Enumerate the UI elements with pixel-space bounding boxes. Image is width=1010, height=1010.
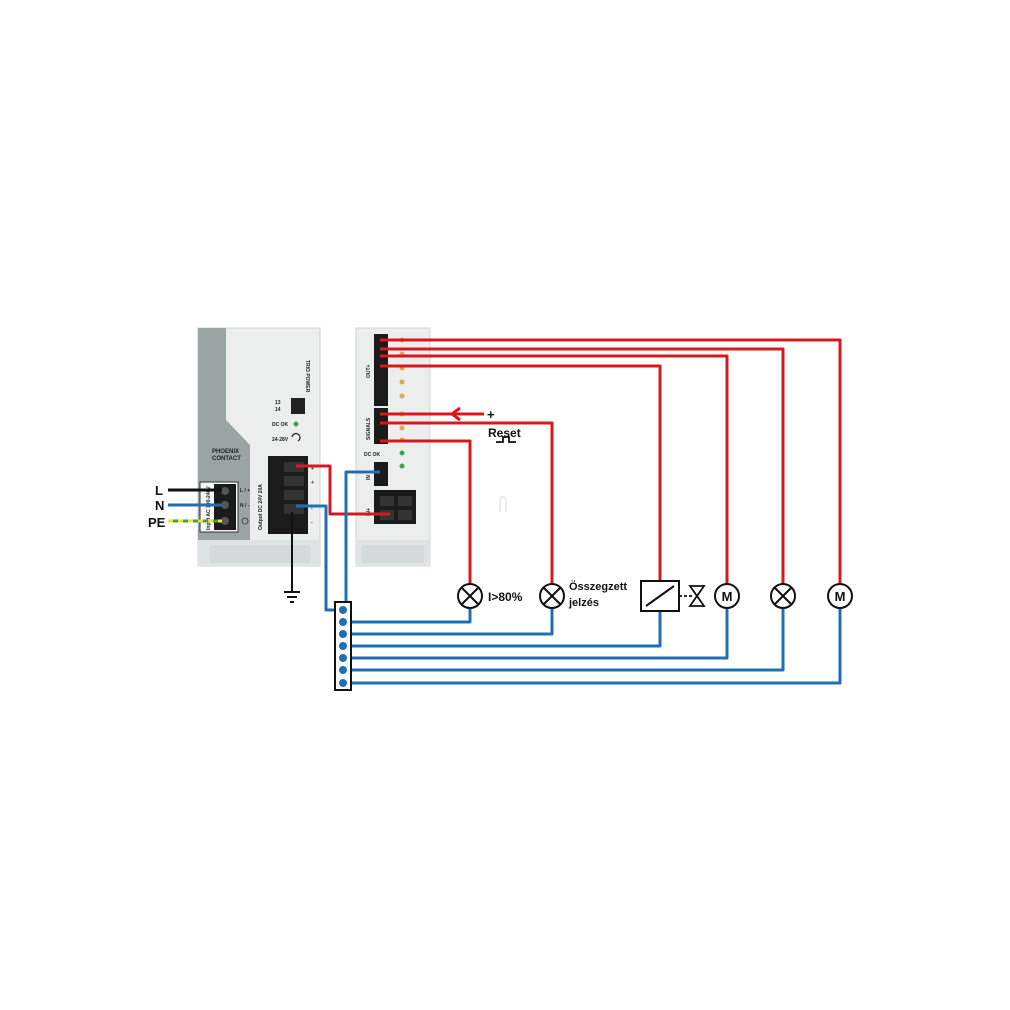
wire-return-i80: [343, 608, 472, 624]
in-terminal-block[interactable]: [374, 462, 388, 486]
psu-dc-ok-led: [293, 421, 299, 427]
svg-text:M: M: [835, 589, 846, 604]
input-terminal-l: L / +: [240, 488, 250, 494]
wire-signal-i80: [380, 439, 472, 584]
svg-text:M: M: [722, 589, 733, 604]
in-plus-label: IN+: [366, 508, 372, 516]
wire-out-1: [380, 338, 842, 584]
wire-psu-plus: [296, 464, 390, 516]
wire-signal-summary: [380, 421, 554, 584]
output-mark-4: -: [311, 520, 313, 526]
diagnostic-module: OUT+ SIGNALS DC OK IN IN+: [355, 327, 431, 567]
wire-return-motor-1: [343, 608, 729, 660]
ground-icon: [284, 591, 300, 603]
potentiometer-icon[interactable]: [291, 433, 301, 442]
label-summary-1: Összegzett: [569, 580, 627, 593]
module-dc-ok-led: [399, 450, 405, 456]
wire-out-2: [380, 347, 785, 584]
psu-adjust-label: 24-28V: [272, 437, 289, 443]
psu-dc-ok-label: DC OK: [272, 422, 289, 428]
relay-coil: [640, 580, 680, 612]
wire-out-3: [380, 354, 729, 584]
module-dc-ok-label: DC OK: [364, 452, 381, 458]
wire-return-motor-2: [343, 608, 842, 685]
ground-symbol-icon: [241, 517, 249, 525]
svg-text:PHOENIX: PHOENIX: [212, 449, 239, 455]
signals-terminal-block[interactable]: [374, 408, 388, 444]
output-mark-2: +: [311, 480, 314, 486]
label-i80: I>80%: [488, 590, 523, 604]
module-status-led: [399, 463, 405, 469]
relay-contact-14: 14: [275, 407, 281, 413]
relay-contact-13: 13: [275, 400, 281, 406]
power-supply-unit: PHOENIX CONTACT TRIO POWER 13 14 DC OK 2…: [197, 327, 321, 567]
motor-1: M: [714, 583, 740, 609]
lamp-summary: [539, 583, 565, 609]
out-terminal-block[interactable]: [374, 334, 388, 406]
signal-arrow-icon: [449, 406, 461, 422]
label-summary-2: jelzés: [568, 597, 599, 609]
label-reset: Reset: [488, 426, 521, 440]
label-pe: PE: [148, 515, 166, 530]
out-label: OUT+: [366, 364, 372, 378]
phoenix-contact-logo: PHOENIX CONTACT: [208, 446, 250, 462]
in-label: IN: [366, 475, 372, 480]
wire-return-summary: [343, 608, 554, 636]
input-terminal-n: N / -: [240, 503, 250, 509]
valve-icon: [679, 585, 706, 607]
label-n: N: [155, 498, 164, 513]
wire-return-relay: [343, 611, 662, 648]
wire-return-lamp: [343, 608, 785, 672]
signals-label: SIGNALS: [366, 417, 372, 440]
psu-title: TRIO POWER: [304, 360, 310, 393]
output-mark-1: +: [311, 466, 314, 472]
neutral-bus-bar: [334, 601, 352, 691]
relay-contact-terminal: [291, 398, 305, 414]
output-mark-3: -: [311, 506, 313, 512]
wire-out-4: [380, 364, 662, 581]
motor-2: M: [827, 583, 853, 609]
label-plus: +: [487, 407, 495, 422]
output-label: Output DC 24V 20A: [258, 484, 264, 530]
reset-pulse-icon: [496, 436, 516, 443]
lamp-3: [770, 583, 796, 609]
svg-text:CONTACT: CONTACT: [212, 456, 241, 462]
wire-module-in-minus: [344, 470, 380, 610]
label-l: L: [155, 483, 163, 498]
input-label: Input AC 100-240V: [206, 486, 212, 530]
lamp-i80: [457, 583, 483, 609]
